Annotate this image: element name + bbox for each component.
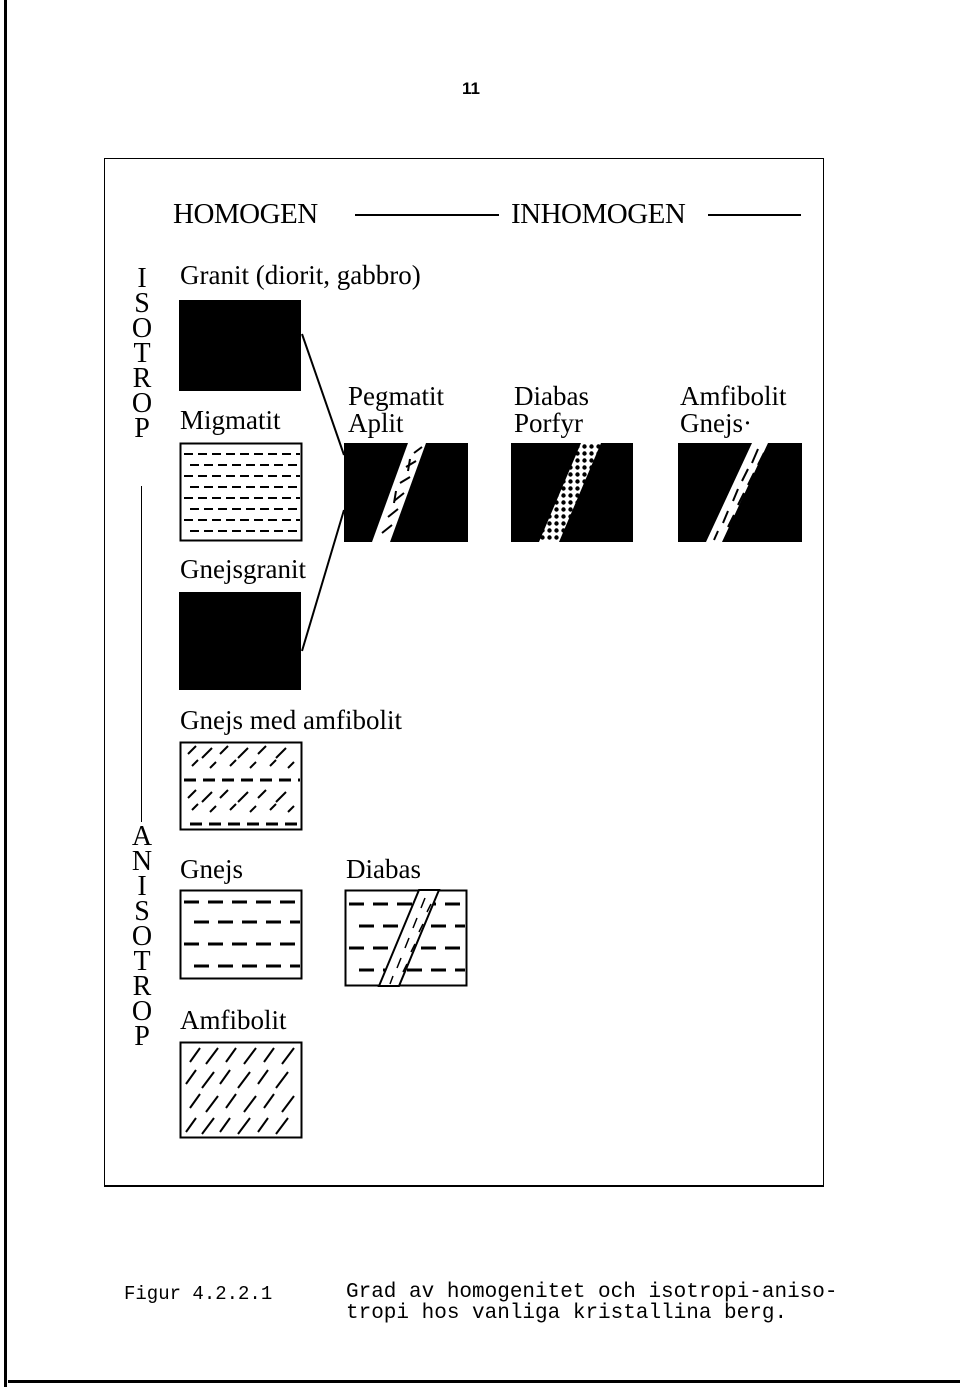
figure-number: Figur 4.2.2.1 [124, 1285, 272, 1304]
migmatit-swatch [180, 443, 302, 541]
gnejs-swatch [180, 890, 302, 979]
amfibolit-swatch [180, 1042, 302, 1138]
caption-line-1: Grad av homogenitet och isotropi-aniso- [346, 1282, 837, 1303]
gnejs-med-amfibolit-swatch [180, 742, 302, 830]
caption-line-2: tropi hos vanliga kristallina berg. [346, 1303, 787, 1324]
gnejsgranit-swatch [179, 592, 301, 690]
diabas-dike-swatch [345, 890, 467, 986]
diabas-porfyr-swatch [511, 443, 633, 542]
pegmatit-aplit-swatch [344, 443, 468, 542]
amfibolit-gnejs-swatch [678, 443, 802, 542]
granit-swatch [179, 300, 301, 391]
